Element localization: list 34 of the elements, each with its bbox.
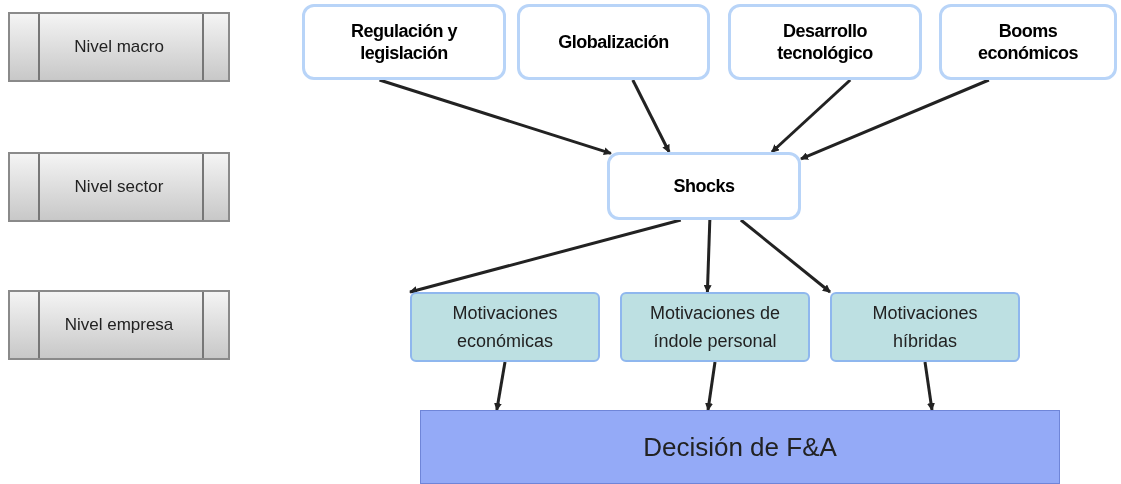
arrow [770, 78, 852, 154]
node-label: Nivel macro [73, 36, 165, 59]
arrow [494, 361, 507, 411]
factor-box [728, 4, 922, 80]
arrow [705, 361, 717, 411]
node-label: Nivel sector [73, 176, 165, 199]
arrow [631, 79, 671, 153]
level-box [8, 12, 230, 82]
motivation-box [410, 292, 600, 362]
factor-box [517, 4, 710, 80]
factor-box [302, 4, 506, 80]
arrow [379, 78, 612, 156]
decision-box [420, 410, 1060, 484]
node-label: Booms económicos [977, 20, 1079, 64]
motivation-box [830, 292, 1020, 362]
node-label: Regulación y legislación [350, 20, 459, 64]
node-label: Motivaciones económicas [451, 302, 559, 353]
arrow [409, 218, 682, 295]
node-label: Shocks [672, 175, 736, 197]
arrow [800, 78, 990, 161]
node-label: Globalización [557, 31, 670, 53]
level-box [8, 152, 230, 222]
arrow [739, 218, 831, 294]
level-box [8, 290, 230, 360]
node-label: Nivel empresa [63, 314, 175, 337]
motivation-box [620, 292, 810, 362]
factor-box [607, 152, 801, 220]
arrow [923, 361, 935, 411]
arrow [703, 219, 712, 293]
node-label: Motivaciones de índole personal [648, 302, 782, 353]
factor-box [939, 4, 1117, 80]
node-label: Motivaciones híbridas [871, 302, 979, 353]
node-label: Decisión de F&A [642, 430, 838, 464]
node-label: Desarrollo tecnológico [776, 20, 874, 64]
